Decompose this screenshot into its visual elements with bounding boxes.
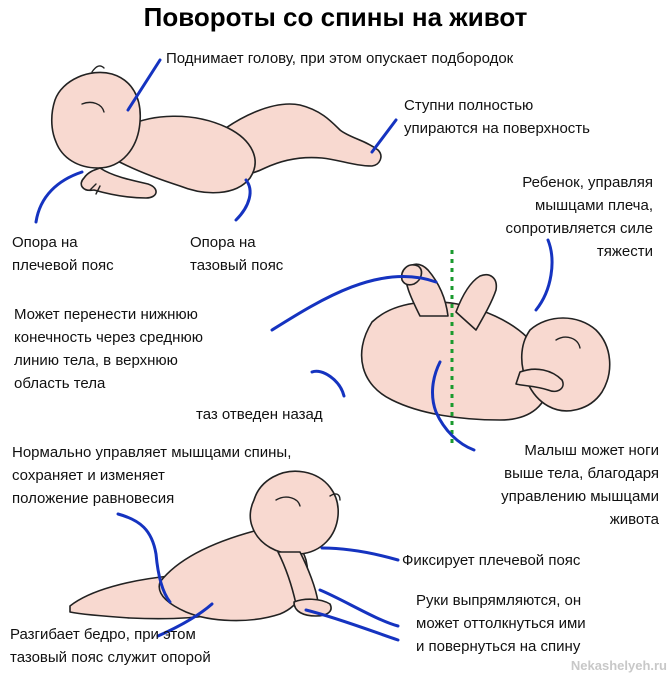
leader-gravity [534,238,554,312]
baby1-head [50,71,142,169]
baby2-leg-b [455,274,498,331]
label-legs-up-line3: управлению мышцами [501,488,659,505]
leader-arms-2 [304,608,400,642]
leader-limb [270,274,438,332]
baby-prone-on-arms [69,470,341,622]
label-fix-shoulder: Фиксирует плечевой пояс [402,552,581,569]
baby2-foot [400,264,423,286]
leader-fix-shoulder [320,546,400,562]
label-gravity-line2: мышцами плеча, [535,197,653,214]
page-title: Повороты со спины на живот [143,2,528,32]
label-legs-up-line2: выше тела, благодаря [504,465,659,482]
leader-pelvic-support [234,178,252,222]
baby-prone-lifting-head [50,65,382,199]
label-legs-up-line4: живота [609,511,659,528]
baby3-head [249,470,339,555]
leader-lifts-head [126,58,162,112]
label-shoulder-support-line1: Опора на [12,234,78,251]
baby1-arm [80,167,157,199]
label-limb-line4: область тела [14,375,106,392]
label-pelvic-support-line2: тазовый пояс [190,257,284,274]
baby2-arm [515,368,564,393]
label-feet-line2: упираются на поверхность [404,120,590,137]
leader-hip [156,602,214,638]
label-limb-line1: Может перенести нижнюю [14,306,198,323]
label-legs-up-line1: Малыш может ноги [524,442,659,459]
label-shoulder-support-line2: плечевой пояс [12,257,114,274]
label-gravity-line1: Ребенок, управляя [522,174,653,191]
label-hip-line1: Разгибает бедро, при этом [10,626,196,643]
label-arms-line1: Руки выпрямляются, он [416,592,582,609]
baby-supine-legs-up [360,250,611,448]
label-gravity-line3: сопротивляется силе [505,220,653,237]
label-limb-line3: линию тела, в верхнюю [14,352,178,369]
leader-feet [370,118,398,154]
baby2-body [360,301,549,421]
leader-legs-up [431,360,476,452]
baby1-body [111,115,256,194]
leader-balance [116,512,172,604]
label-gravity-line4: тяжести [596,243,653,260]
leader-shoulder-support [34,170,84,224]
label-arms-line2: может оттолкнуться ими [416,615,586,632]
label-balance-line2: сохраняет и изменяет [12,467,165,484]
label-feet-line1: Ступни полностью [404,97,534,114]
watermark: Nekashelyeh.ru [570,658,667,673]
label-limb-line2: конечность через среднюю [14,329,203,346]
label-arms-line3: и повернуться на спину [416,638,581,655]
label-balance-line1: Нормально управляет мышцами спины, [12,444,292,461]
label-pelvis-back: таз отведен назад [196,406,323,423]
leader-pelvis-back [310,369,346,398]
label-balance-line3: положение равновесия [12,490,175,507]
leader-lines [34,58,554,642]
label-pelvic-support-line1: Опора на [190,234,256,251]
label-lifts-head: Поднимает голову, при этом опускает подб… [166,50,514,67]
leader-arms-1 [318,588,400,628]
label-hip-line2: тазовый пояс служит опорой [10,649,211,666]
baby3-hand [293,598,332,617]
